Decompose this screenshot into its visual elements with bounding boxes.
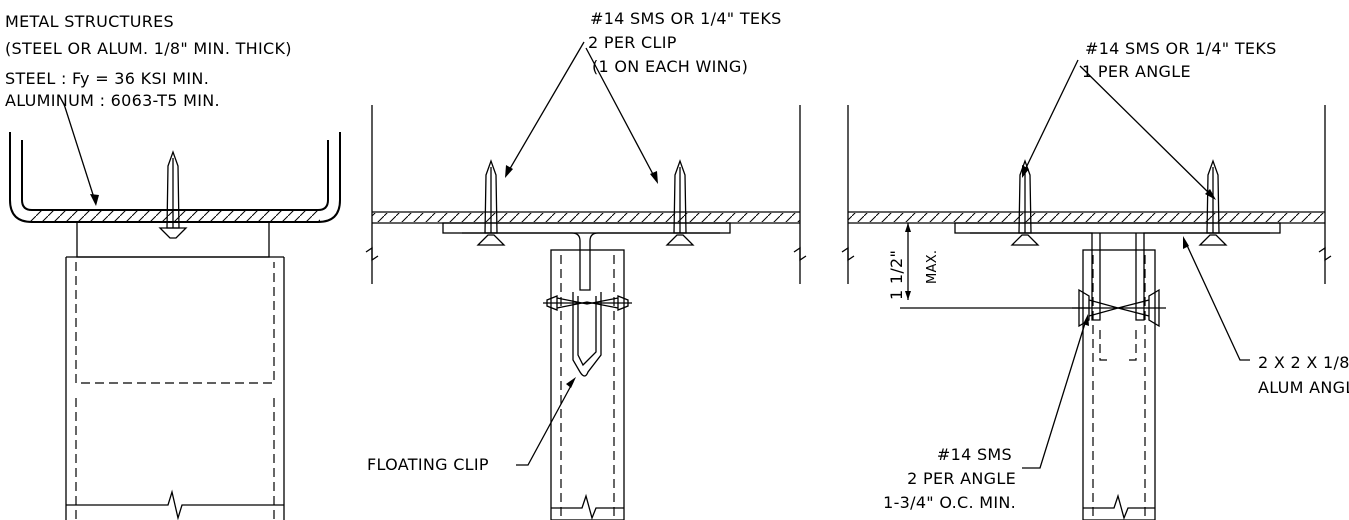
- floating-clip: [543, 292, 632, 377]
- leader-angle: [1184, 240, 1250, 361]
- note-steel-yield: STEEL : Fy = 36 KSI MIN.: [5, 69, 209, 88]
- leader-structure: [63, 103, 97, 205]
- detail-1-metal-structure: METAL STRUCTURES (STEEL OR ALUM. 1/8" MI…: [5, 12, 341, 520]
- angle-plate: [954, 222, 1281, 234]
- deck-section: [841, 105, 1332, 284]
- note-metal-structures: METAL STRUCTURES: [5, 12, 174, 31]
- leader-fastener-left: [1023, 59, 1079, 173]
- detail-2-floating-clip: #14 SMS OR 1/4" TEKS 2 PER CLIP (1 ON EA…: [365, 9, 807, 520]
- angle-size-label: 2 X 2 X 1/8": [1258, 353, 1349, 372]
- post-detail-3: [1082, 249, 1156, 520]
- fastener-note-line-2: 2 PER CLIP: [588, 33, 677, 52]
- fastener-note-line-1: #14 SMS OR 1/4" TEKS: [1085, 39, 1277, 58]
- fastener-note-line-2: 1 PER ANGLE: [1082, 62, 1191, 81]
- clip-base-plate: [442, 222, 731, 234]
- leader-sms: [1022, 319, 1087, 469]
- deck-section: [365, 105, 807, 284]
- fastener-note-line-1: #14 SMS OR 1/4" TEKS: [590, 9, 782, 28]
- sms-label-line-2: 2 PER ANGLE: [907, 469, 1016, 488]
- sms-label-line-1: #14 SMS: [937, 445, 1012, 464]
- fastener-screw-icon: [159, 151, 187, 239]
- sms-label-line-3: 1-3/4" O.C. MIN.: [883, 493, 1016, 512]
- dimension-value: 1 1/2": [887, 250, 906, 300]
- fastener-note-line-3: (1 ON EACH WING): [592, 57, 748, 76]
- note-aluminum-alloy: ALUMINUM : 6063-T5 MIN.: [5, 91, 220, 110]
- note-min-thickness: (STEEL OR ALUM. 1/8" MIN. THICK): [5, 39, 292, 58]
- detail-3-alum-angle: #14 SMS OR 1/4" TEKS 1 PER ANGLE: [841, 39, 1349, 520]
- dimension-max-height: 1 1/2" MAX.: [887, 223, 1090, 309]
- angle-material-label: ALUM ANGLE: [1258, 378, 1349, 397]
- leader-fastener-right: [1079, 65, 1213, 197]
- post-detail-1: [65, 256, 285, 520]
- metal-channel-section: [9, 132, 341, 223]
- dimension-max-note: MAX.: [925, 250, 940, 284]
- floating-clip-label: FLOATING CLIP: [367, 455, 489, 474]
